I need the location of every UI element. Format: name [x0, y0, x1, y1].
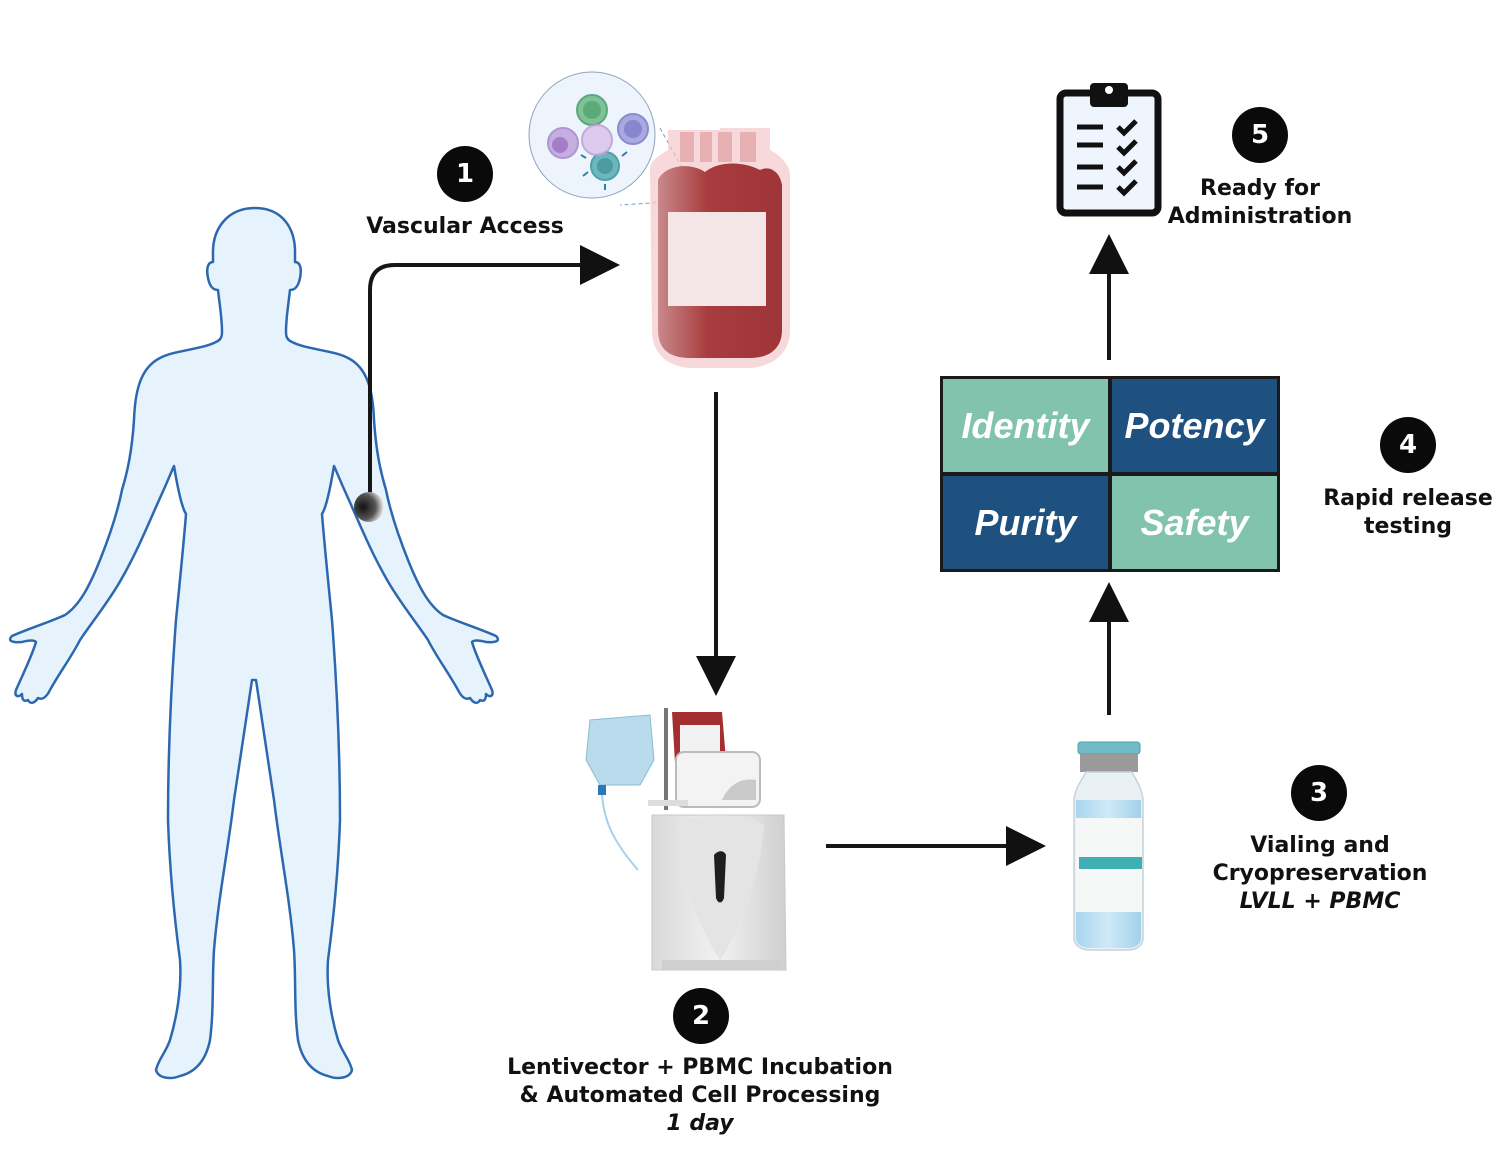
step-4-label: Rapid release testing [1318, 485, 1498, 541]
step-2-badge: 2 [673, 988, 729, 1044]
access-point-icon [354, 492, 384, 522]
test-identity: Identity [943, 379, 1108, 472]
step-3-note: LVLL + PBMC [1239, 889, 1401, 914]
step-3-label: Vialing and Cryopreservation LVLL + PBMC [1200, 832, 1440, 916]
human-body-icon [8, 206, 500, 1080]
step-1-badge: 1 [437, 146, 493, 202]
cell-processor-icon [585, 708, 787, 971]
test-potency: Potency [1112, 379, 1277, 472]
clipboard-checklist-icon [1056, 83, 1162, 217]
blood-bag-icon [650, 128, 790, 368]
step-2-label: Lentivector + PBMC Incubation & Automate… [480, 1054, 920, 1138]
step-3-badge: 3 [1291, 765, 1347, 821]
release-testing-grid: Identity Potency Purity Safety [940, 376, 1280, 572]
step-2-duration: 1 day [666, 1111, 734, 1136]
step-4-badge: 4 [1380, 417, 1436, 473]
step-4-line-1: Rapid release [1323, 486, 1493, 511]
step-5-line-1: Ready for [1200, 176, 1320, 201]
step-3-line-1: Vialing and [1250, 833, 1390, 858]
step-5-badge: 5 [1232, 107, 1288, 163]
arrow-vascular-access [368, 245, 620, 510]
step-5-label: Ready for Administration [1160, 175, 1360, 231]
cell-magnifier-icon [528, 71, 701, 206]
step-1-label: Vascular Access [365, 213, 565, 241]
step-4-line-2: testing [1364, 514, 1452, 539]
step-5-line-2: Administration [1167, 204, 1353, 229]
step-2-line-1: Lentivector + PBMC Incubation [507, 1055, 893, 1080]
test-safety: Safety [1112, 476, 1277, 569]
test-purity: Purity [943, 476, 1108, 569]
vial-icon [1073, 741, 1144, 951]
step-2-line-2: & Automated Cell Processing [519, 1083, 881, 1108]
step-1-line-1: Vascular Access [366, 214, 564, 239]
step-3-line-2: Cryopreservation [1212, 861, 1428, 886]
